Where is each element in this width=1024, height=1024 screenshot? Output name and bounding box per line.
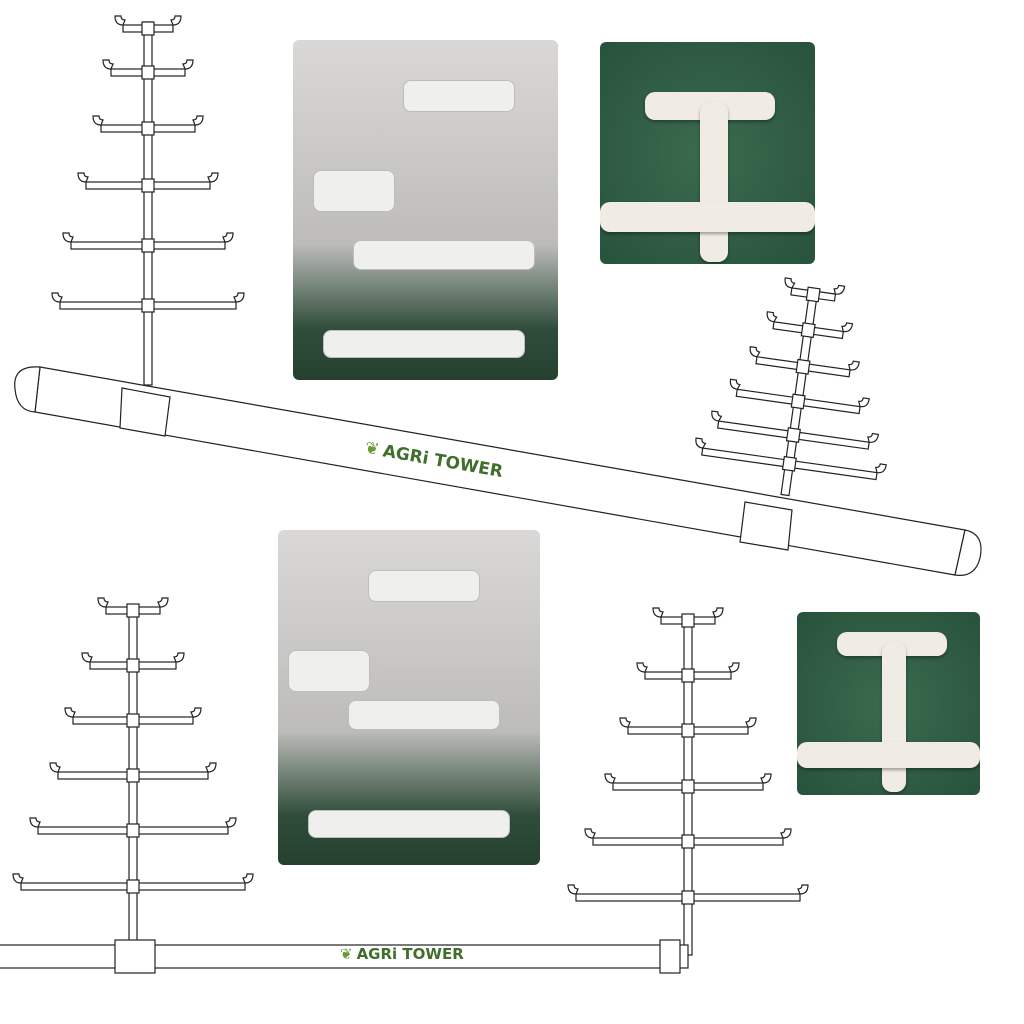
tower-arm [49,762,217,783]
tower-arm [729,378,870,415]
tower-diagram-bottom-right [567,607,809,956]
tower-arm [619,717,757,738]
tower-diagram-bottom-left [12,597,254,946]
tower-diagram-middle-right [695,277,887,497]
tower-assembly-photo-bottom [278,530,540,865]
main-pipe-diagonal [14,366,982,576]
tower-arm [92,115,204,136]
tower-arm [604,773,772,794]
tower-arm [784,277,846,303]
tower-arm [114,15,182,36]
tower-arm [749,346,860,378]
tower-arm [711,410,880,450]
tower-arm [766,311,854,340]
tower-arm [77,172,219,193]
tower-arm [102,59,194,80]
brand-name: AGRi TOWER [356,945,464,963]
tower-arm [64,707,202,728]
tee-fitting-closeup-bottom [797,612,980,795]
tower-arm [652,607,724,628]
tower-arm [62,232,234,253]
tower-assembly-photo-top [293,40,558,380]
tower-arm [584,828,792,849]
leaf-sprout-icon: ❦ [340,945,353,963]
tower-arm [97,597,169,618]
tower-arm [29,817,237,838]
tower-arm [695,437,887,481]
leaf-sprout-icon: ❦ [363,438,381,461]
tower-arm [636,662,740,683]
tower-arm [81,652,185,673]
tower-diagram-top-left [51,15,245,386]
main-pipe-horizontal [0,939,689,974]
tower-arm [12,873,254,894]
tee-fitting-closeup-top [600,42,815,264]
brand-logo-bottom: ❦ AGRi TOWER [340,945,464,963]
tower-arm [51,292,245,313]
tower-arm [567,884,809,905]
